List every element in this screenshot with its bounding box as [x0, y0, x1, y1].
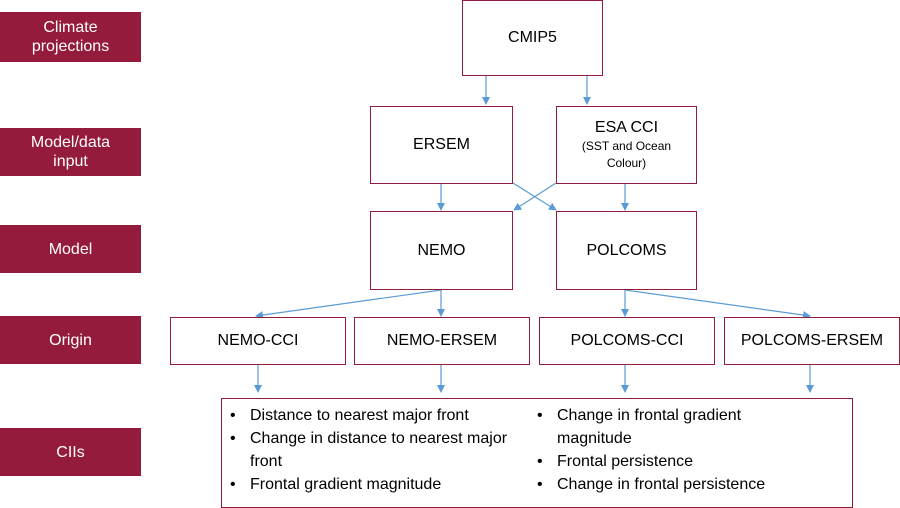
list-item: Frontal persistence: [529, 450, 849, 473]
row-label-ciis: CIIs: [0, 428, 141, 476]
ciis-right-list: Change in frontal gradient magnitude Fro…: [529, 404, 849, 496]
row-label-model-text: Model: [48, 240, 93, 258]
node-nemo: NEMO: [370, 211, 513, 290]
node-ersem: ERSEM: [370, 106, 513, 184]
node-nemo-cci-label: NEMO-CCI: [217, 332, 299, 349]
row-label-climate-projections: Climate projections: [0, 12, 141, 62]
node-nemo-cci: NEMO-CCI: [170, 317, 346, 365]
list-item: Change in frontal persistence: [529, 473, 849, 496]
row-label-input-line-1: Model/data: [30, 134, 111, 151]
row-label-model-data-input: Model/data input: [0, 128, 141, 176]
row-label-model: Model: [0, 225, 141, 273]
row-label-origin: Origin: [0, 316, 141, 364]
ciis-right-column: Change in frontal gradient magnitude Fro…: [529, 404, 849, 496]
node-esa-cci: ESA CCI (SST and Ocean Colour): [556, 106, 697, 184]
row-label-ciis-text: CIIs: [56, 443, 85, 461]
row-label-climate-line-1: Climate: [43, 19, 98, 36]
node-cmip5-label: CMIP5: [508, 29, 557, 46]
node-nemo-ersem: NEMO-ERSEM: [354, 317, 530, 365]
node-nemo-ersem-label: NEMO-ERSEM: [386, 332, 498, 349]
node-esa-cci-sub-line-2: Colour): [606, 156, 647, 170]
node-ersem-label: ERSEM: [413, 136, 470, 153]
arrow-polcoms-polcomsersem: [624, 289, 811, 319]
node-polcoms-ersem: POLCOMS-ERSEM: [724, 317, 900, 365]
node-esa-cci-sub-line-1: (SST and Ocean: [581, 139, 672, 153]
ciis-list-box: Distance to nearest major front Change i…: [221, 398, 853, 508]
list-item: Change in frontal gradient magnitude: [529, 404, 787, 450]
list-item: Distance to nearest major front: [222, 404, 527, 427]
row-label-input-line-2: input: [53, 153, 88, 170]
node-polcoms-cci-label: POLCOMS-CCI: [570, 332, 684, 349]
node-esa-cci-label: ESA CCI: [594, 119, 659, 136]
list-item: Frontal gradient magnitude: [222, 473, 527, 496]
node-polcoms-cci: POLCOMS-CCI: [539, 317, 715, 365]
node-polcoms: POLCOMS: [556, 211, 697, 290]
list-item: Change in distance to nearest major fron…: [222, 427, 512, 473]
ciis-left-list: Distance to nearest major front Change i…: [222, 404, 527, 496]
arrow-nemo-nemocci: [255, 289, 442, 319]
row-label-origin-text: Origin: [49, 331, 92, 349]
node-cmip5: CMIP5: [462, 0, 603, 76]
ciis-left-column: Distance to nearest major front Change i…: [222, 404, 527, 496]
row-label-climate-line-2: projections: [31, 38, 110, 55]
arrow-esacci-nemo: [513, 182, 557, 211]
node-polcoms-ersem-label: POLCOMS-ERSEM: [740, 332, 884, 349]
node-nemo-label: NEMO: [417, 241, 466, 259]
node-polcoms-label: POLCOMS: [586, 241, 667, 259]
